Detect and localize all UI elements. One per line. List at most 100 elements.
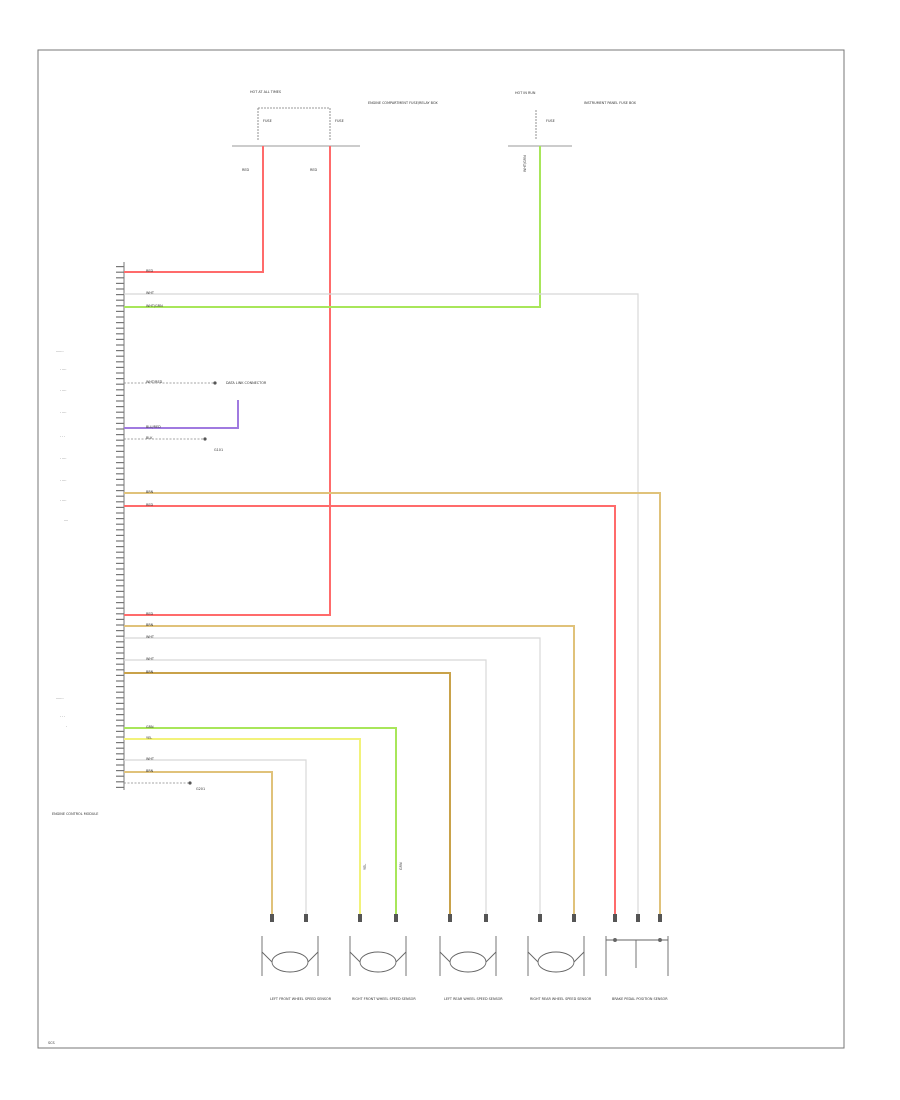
connector-pin — [116, 770, 124, 772]
connector-pin — [116, 462, 124, 464]
connector-pin — [116, 366, 124, 368]
connector-pin — [116, 618, 124, 620]
connector-pin — [116, 450, 124, 452]
sensor-label-3: LEFT REAR WHEEL SPEED SENSOR — [444, 997, 503, 1001]
ground-label-a: G101 — [214, 448, 223, 452]
wire-green-rf — [124, 727, 397, 914]
connector-pin — [116, 288, 124, 290]
sensor-left-front — [261, 936, 319, 976]
connector-pin — [116, 490, 124, 492]
fuse-panel: HOT IN RUN FUSE INSTRUMENT PANEL FUSE BO… — [508, 91, 637, 172]
connector-pin — [116, 630, 124, 632]
connector-pin — [116, 702, 124, 704]
connector-pin — [116, 282, 124, 284]
pin-label-13: BRN — [146, 670, 154, 674]
connector-pin — [116, 697, 124, 699]
sensor-label-4: RIGHT REAR WHEEL SPEED SENSOR — [530, 997, 592, 1001]
connector-pin — [116, 400, 124, 402]
module-connector — [116, 262, 125, 790]
wire-red-power-2 — [124, 146, 331, 616]
connector-pin — [116, 590, 124, 592]
connector-pin — [116, 417, 124, 419]
connector-pin — [116, 758, 124, 760]
connector-pin — [116, 383, 124, 385]
connector-pin — [116, 484, 124, 486]
connector-pin — [116, 562, 124, 564]
fuse-block: HOT AT ALL TIMES FUSE FUSE ENGINE COMPAR… — [232, 90, 438, 172]
connector-pin — [116, 714, 124, 716]
pin-label-12: WHT — [146, 657, 155, 661]
wire-label-grn-top: WHT/GRN — [523, 155, 527, 172]
connector-pin — [116, 546, 124, 548]
connector-pin — [116, 641, 124, 643]
wire-gray-top — [124, 293, 639, 914]
connector-pin — [116, 266, 124, 268]
wire-red-brake — [124, 505, 616, 914]
connector-pin — [116, 602, 124, 604]
connector-pin — [116, 747, 124, 749]
connector-pin — [116, 299, 124, 301]
vertical-wire-labels: YEL GRN — [363, 862, 403, 870]
svg-text:FUSE: FUSE — [335, 119, 344, 123]
connector-pin — [116, 652, 124, 654]
pin-label-7: BRN — [146, 490, 154, 494]
connector-pin — [116, 378, 124, 380]
connector-pin — [116, 322, 124, 324]
wire-tan-brake — [124, 492, 661, 914]
pin-label-10: BRN — [146, 623, 154, 627]
svg-text:· ····: · ···· — [60, 499, 66, 503]
connector-pin — [116, 613, 124, 615]
connector-pin — [116, 529, 124, 531]
wire-green-ign — [124, 146, 541, 308]
wire-label-red-2: RED — [310, 168, 317, 172]
connector-pin — [116, 742, 124, 744]
svg-text:·······: ······· — [56, 350, 64, 354]
ground-label-b: G201 — [196, 787, 205, 791]
pin-label-14: GRN — [146, 725, 154, 729]
connector-pin — [116, 310, 124, 312]
connector-pin — [116, 596, 124, 598]
connector-pin — [116, 646, 124, 648]
connector-pin — [116, 327, 124, 329]
connector-pin — [116, 361, 124, 363]
connector-pin — [116, 730, 124, 732]
connector-pin — [116, 434, 124, 436]
wire-violet — [124, 400, 239, 429]
svg-text:····: ···· — [64, 519, 68, 523]
connector-pin — [116, 338, 124, 340]
vlabel-yel: YEL — [363, 864, 367, 870]
connector-pin — [116, 719, 124, 721]
module-label: ENGINE CONTROL MODULE — [52, 812, 98, 816]
connector-pin — [116, 394, 124, 396]
sensor-right-front — [349, 936, 407, 976]
connector-pin — [116, 775, 124, 777]
connector-pin — [116, 467, 124, 469]
wire-label-red-1: RED — [242, 168, 249, 172]
wire-gray-rr — [124, 637, 541, 914]
connector-pin — [116, 585, 124, 587]
stub-connections — [124, 382, 215, 784]
wire-yellow-rf — [124, 738, 361, 914]
svg-text:FUSE: FUSE — [546, 119, 555, 123]
connector-pin — [116, 506, 124, 508]
pin-label-3: WHT/GRN — [146, 304, 163, 308]
connector-pin — [116, 411, 124, 413]
connector-pin — [116, 686, 124, 688]
vlabel-grn: GRN — [399, 862, 403, 870]
svg-text:· · ·: · · · — [60, 715, 65, 719]
connector-pin — [116, 574, 124, 576]
connector-pin — [116, 725, 124, 727]
connector-pin — [116, 669, 124, 671]
connector-pin — [116, 501, 124, 503]
pin-label-9: RED — [146, 612, 153, 616]
connector-pin — [116, 691, 124, 693]
wire-tan-lf — [124, 771, 273, 914]
fuse-panel-label: INSTRUMENT PANEL FUSE BOX — [584, 101, 637, 105]
pin-label-8: RED — [146, 503, 153, 507]
connector-pin — [116, 680, 124, 682]
connector-pin — [116, 551, 124, 553]
data-link-label: DATA LINK CONNECTOR — [226, 381, 267, 385]
connector-pin — [116, 350, 124, 352]
pin-label-4: WHT/RED — [146, 380, 163, 384]
connector-pin — [116, 708, 124, 710]
